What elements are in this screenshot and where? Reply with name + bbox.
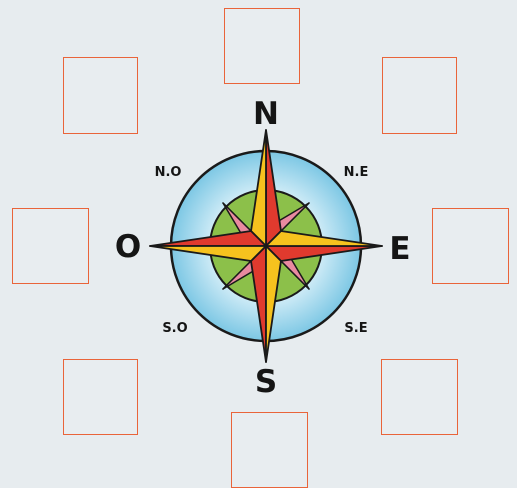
label-southwest: S.O <box>162 321 187 336</box>
label-southeast: S.E <box>344 321 367 336</box>
label-north: N <box>253 96 279 132</box>
label-west: O <box>115 229 141 265</box>
label-south: S <box>255 364 277 400</box>
label-east: E <box>389 231 410 267</box>
label-northwest: N.O <box>155 165 182 180</box>
label-northeast: N.E <box>344 165 369 180</box>
